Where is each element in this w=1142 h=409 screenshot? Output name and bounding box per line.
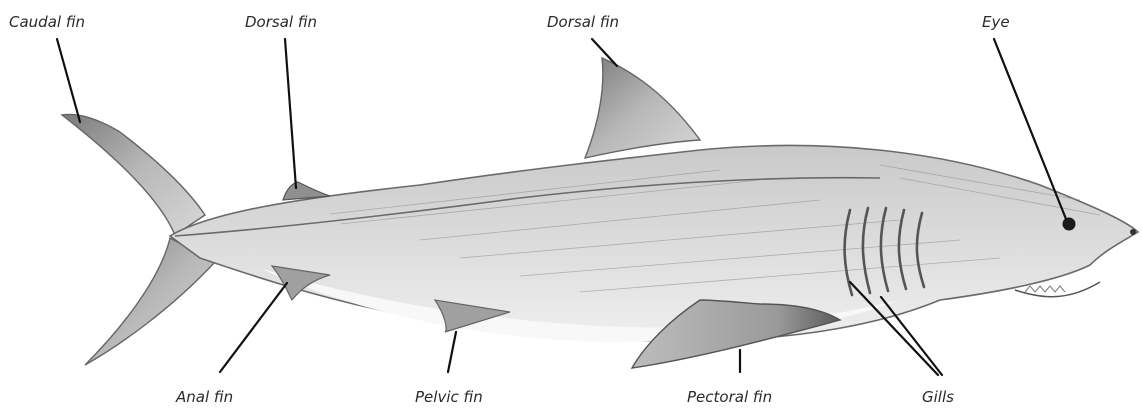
leader-pelvic-fin (448, 332, 456, 372)
leader-dorsal-fin-rear (285, 39, 296, 188)
label-pelvic-fin: Pelvic fin (415, 388, 483, 406)
eye-dot (1063, 218, 1076, 231)
label-anal-fin: Anal fin (175, 388, 233, 406)
label-pectoral-fin: Pectoral fin (687, 388, 772, 406)
shark-body-shape (170, 145, 1138, 340)
dorsal-fin-front-shape (585, 58, 700, 158)
label-eye: Eye (982, 13, 1010, 31)
label-caudal-fin: Caudal fin (9, 13, 85, 31)
label-dorsal-fin-rear: Dorsal fin (245, 13, 317, 31)
label-dorsal-fin-front: Dorsal fin (547, 13, 619, 31)
caudal-fin-shape (62, 114, 205, 235)
leader-caudal-fin (57, 39, 80, 122)
nostril-dot (1130, 229, 1136, 235)
leader-anal-fin (220, 283, 287, 372)
mouth-teeth (1025, 286, 1065, 292)
caudal-fin-lower-shape (85, 238, 215, 365)
label-gills: Gills (922, 388, 954, 406)
